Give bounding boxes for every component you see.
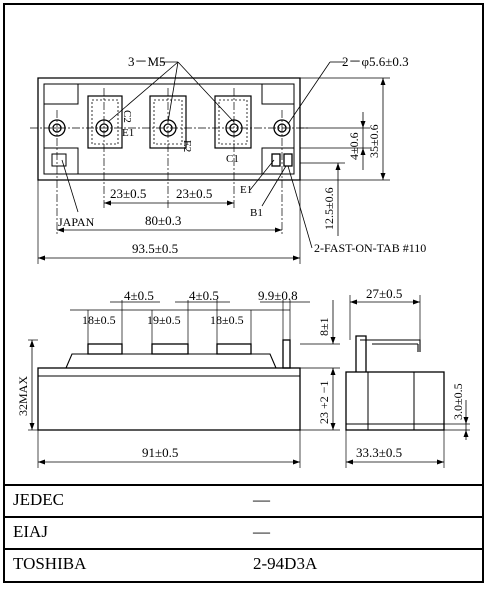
- dim-terminal-height: 8±1: [317, 317, 331, 336]
- terminal-pad-c2e1: [87, 95, 123, 149]
- end-view-tab: [355, 335, 367, 372]
- dim-overall-length: 93.5±0.5: [132, 241, 178, 256]
- label-c2: C2: [121, 110, 133, 123]
- terminal-pad-c1: [214, 95, 252, 149]
- spec-value-eiaj: —: [253, 522, 270, 541]
- side-terminal-1: [87, 343, 123, 355]
- dim-pitch-right: 23±0.5: [176, 186, 212, 201]
- spec-row-jedec: JEDEC —: [3, 484, 484, 514]
- dim-tab-gap-1: 4±0.5: [124, 288, 154, 303]
- dim-center-distance: 80±0.3: [145, 213, 181, 228]
- top-view-housing: [37, 77, 301, 181]
- dim-height-inner: 4±0.6: [347, 132, 361, 160]
- spec-row-toshiba: TOSHIBA 2-94D3A: [3, 548, 484, 583]
- label-e2: E2: [181, 140, 193, 152]
- spec-row-eiaj: EIAJ —: [3, 516, 484, 546]
- dim-end-base-width: 33.3±0.5: [356, 445, 402, 460]
- dim-terminal-3: 18±0.5: [210, 313, 244, 327]
- end-view-body: [345, 371, 445, 431]
- label-fast-on-tab: 2-FAST-ON-TAB #110: [314, 241, 426, 255]
- label-c1: C1: [226, 153, 239, 165]
- side-terminal-3: [216, 343, 252, 355]
- dim-max-height: 32MAX: [16, 376, 30, 416]
- spec-value-toshiba: 2-94D3A: [253, 554, 318, 573]
- dim-base-thickness: 3.0±0.5: [451, 383, 465, 420]
- label-screw: 3－M5: [128, 54, 166, 69]
- side-view-base: [37, 367, 301, 431]
- dim-tab-gap-2: 4±0.5: [189, 288, 219, 303]
- dim-terminal-1: 18±0.5: [82, 313, 116, 327]
- fast-on-tab-b1: [283, 153, 293, 167]
- label-hole-dia: 2－φ5.6±0.3: [342, 54, 409, 69]
- dim-terminal-2: 19±0.5: [147, 313, 181, 327]
- label-b1: B1: [250, 207, 263, 219]
- label-origin: JAPAN: [58, 215, 95, 229]
- dim-end-top-width: 27±0.5: [366, 286, 402, 301]
- dim-base-length: 91±0.5: [142, 445, 178, 460]
- fast-on-tab-e1: [271, 153, 281, 167]
- label-e1: E1: [122, 127, 134, 139]
- spec-label-eiaj: EIAJ: [13, 522, 48, 541]
- dim-body-height: 23 +2 −1: [317, 380, 331, 424]
- dim-tab-offset: 12.5±0.6: [322, 187, 336, 230]
- drawing-frame: [3, 3, 484, 583]
- side-terminal-2: [151, 343, 189, 355]
- spec-label-jedec: JEDEC: [13, 490, 64, 509]
- dim-tab-width: 9.9±0.8: [258, 288, 298, 303]
- dim-pitch-left: 23±0.5: [110, 186, 146, 201]
- spec-label-toshiba: TOSHIBA: [13, 554, 87, 573]
- side-fast-on-tab: [282, 339, 291, 369]
- label-e1-tab: E1: [240, 184, 252, 196]
- spec-value-jedec: —: [253, 490, 270, 509]
- dim-height-outer: 35±0.6: [367, 124, 381, 158]
